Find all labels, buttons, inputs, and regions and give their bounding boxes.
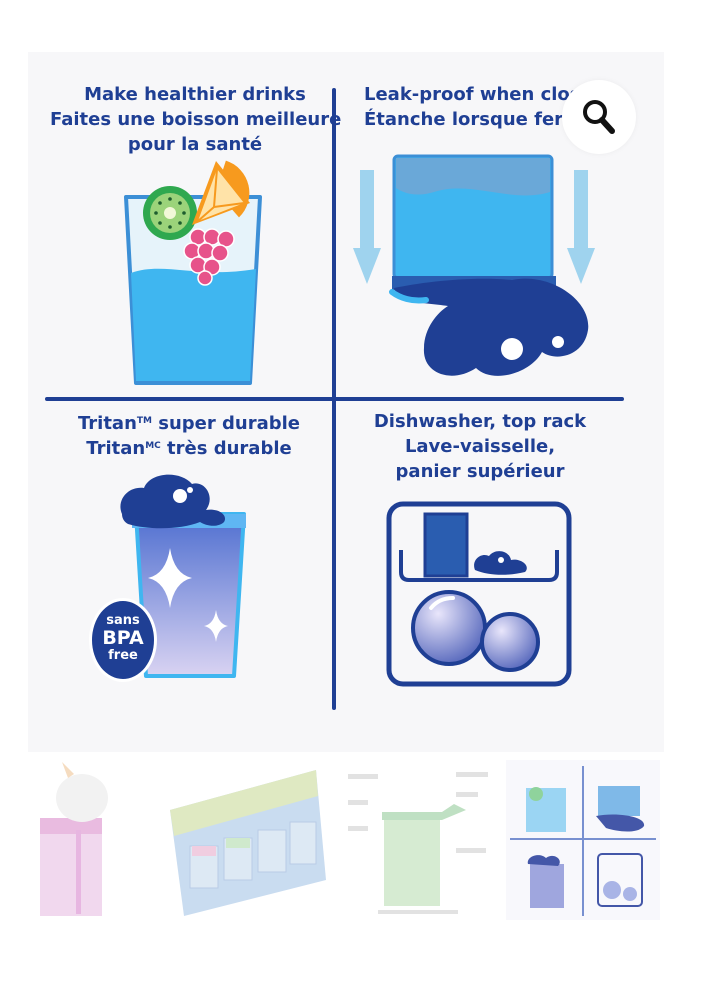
badge-text: BPA <box>102 627 144 649</box>
divider-horizontal <box>45 397 624 401</box>
caption-line: panier supérieur <box>395 461 565 482</box>
pink-unicorn-cup-thumbnail[interactable] <box>28 760 138 920</box>
caption-line: pour la santé <box>127 134 263 155</box>
caption-line: Lave-vaisselle, <box>404 436 556 457</box>
tritan-cup-illustration <box>120 474 246 678</box>
caption-healthier-drinks: Make healthier drinks Faites une boisson… <box>50 82 342 157</box>
display-box-image <box>170 770 326 916</box>
bpa-free-badge: sans BPA free <box>89 598 157 682</box>
caption-line: Faites une boisson meilleure <box>50 109 342 130</box>
kiwi-icon <box>143 186 197 240</box>
caption-line: Make healthier drinks <box>84 84 306 105</box>
dishwasher-illustration <box>386 501 572 687</box>
orange-slice-icon <box>192 160 250 225</box>
raspberry-icon <box>183 228 235 286</box>
badge-text: free <box>108 648 138 663</box>
display-box-thumbnail[interactable] <box>166 760 332 920</box>
caption-dishwasher: Dishwasher, top rack Lave-vaisselle, pan… <box>360 409 600 484</box>
features-grid-thumbnail[interactable] <box>506 760 660 920</box>
thumbnail-strip <box>28 760 668 920</box>
down-arrow-icon <box>353 170 595 284</box>
green-cup-features-thumbnail[interactable] <box>338 760 498 920</box>
leak-proof-cup-illustration <box>353 154 595 376</box>
caption-tritan: TritanTM super durable TritanMC très dur… <box>58 411 320 461</box>
caption-line: Leak-proof when clos <box>364 84 574 105</box>
magnifier-icon <box>583 100 615 134</box>
glass-with-fruit-illustration <box>124 160 262 385</box>
caption-leak-proof: Leak-proof when clos Étanche lorsque fer… <box>364 82 574 132</box>
sparkle-icon <box>148 548 228 642</box>
caption-line: Étanche lorsque ferm <box>364 109 574 130</box>
green-cup-image <box>338 760 498 920</box>
badge-text: sans <box>106 613 140 628</box>
zoom-button[interactable] <box>562 80 636 154</box>
caption-line: Dishwasher, top rack <box>373 411 587 432</box>
features-grid-image <box>506 760 660 920</box>
caption-line: TritanMC très durable <box>86 438 292 459</box>
unicorn-cup-image <box>40 762 108 916</box>
caption-line: TritanTM super durable <box>77 413 301 434</box>
